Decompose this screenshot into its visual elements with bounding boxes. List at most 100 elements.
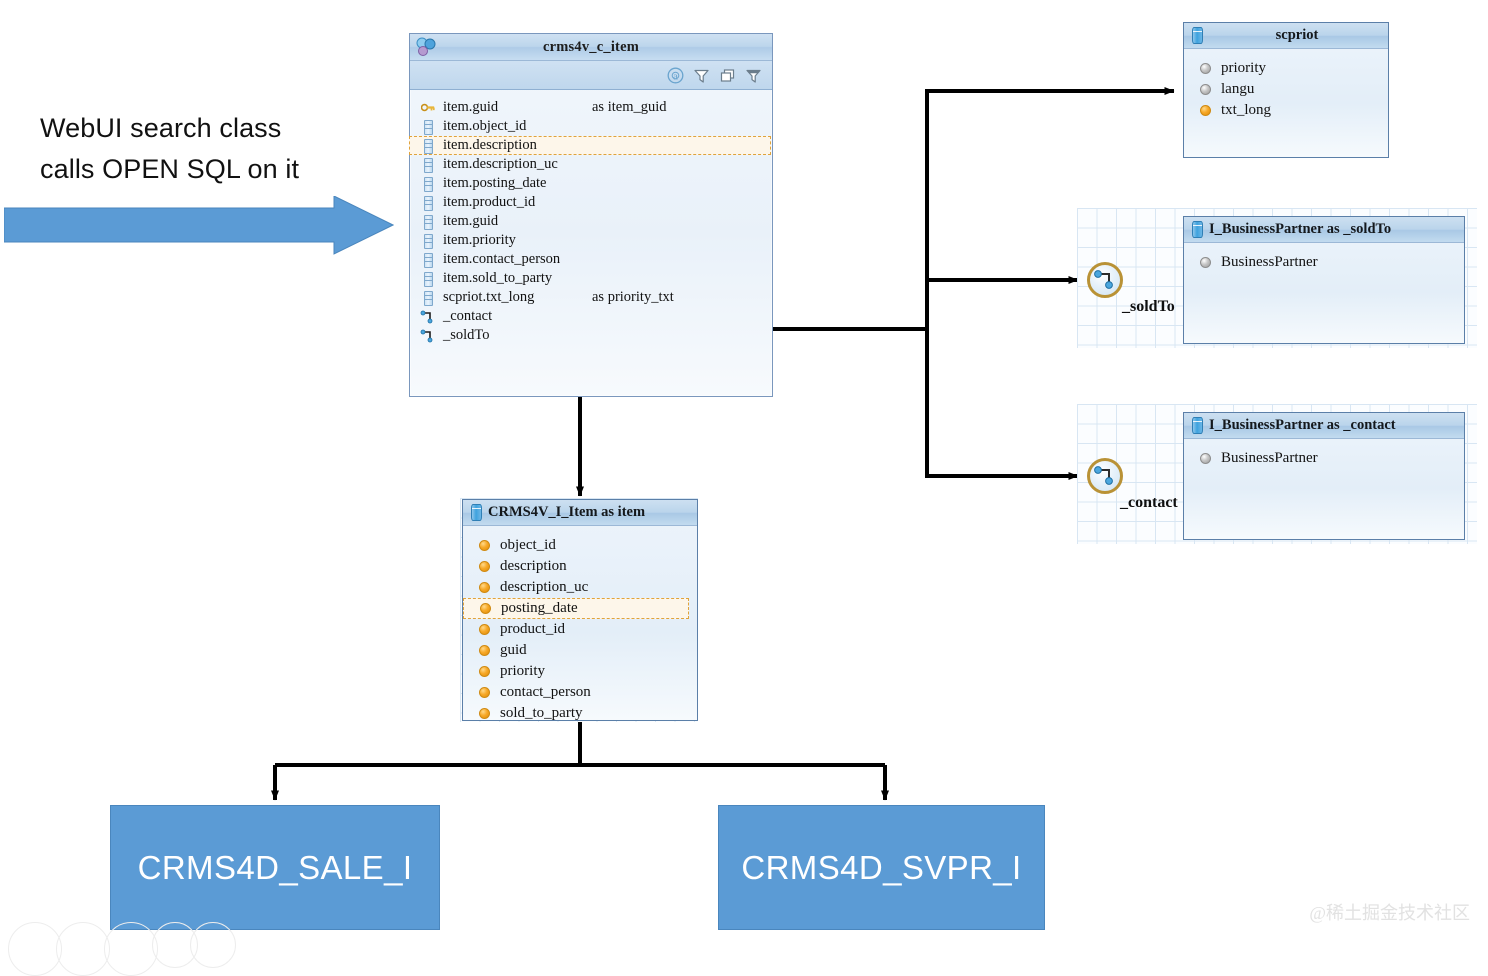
annotation-line-2: calls OPEN SQL on it bbox=[40, 154, 300, 185]
orange-dot-icon bbox=[479, 561, 490, 572]
main-entity-field-row[interactable]: item.description_uc bbox=[410, 155, 772, 174]
field-icon bbox=[424, 120, 433, 135]
field-icon bbox=[424, 139, 433, 154]
field-icon bbox=[424, 196, 433, 211]
main-entity-field-row[interactable]: item.sold_to_party bbox=[410, 269, 772, 288]
field-name: item.contact_person bbox=[443, 251, 561, 267]
soldto-fields: BusinessPartner bbox=[1184, 243, 1464, 273]
field-alias: as item_guid bbox=[592, 99, 667, 115]
bottom-box-svpr[interactable]: CRMS4D_SVPR_I bbox=[718, 805, 1045, 930]
field-name: object_id bbox=[500, 537, 556, 553]
main-entity-field-row[interactable]: item.product_id bbox=[410, 193, 772, 212]
field-alias: as priority_txt bbox=[592, 289, 674, 305]
orange-dot-icon bbox=[479, 666, 490, 677]
field-name: product_id bbox=[500, 621, 565, 637]
contact-title: I_BusinessPartner as _contact bbox=[1209, 417, 1396, 433]
field-name: priority bbox=[500, 663, 545, 679]
orange-dot-icon bbox=[479, 624, 490, 635]
bottom-box-sale[interactable]: CRMS4D_SALE_I bbox=[110, 805, 440, 930]
main-entity-field-row[interactable]: item.description bbox=[409, 136, 771, 155]
orange-dot-icon bbox=[480, 603, 491, 614]
field-row-icon bbox=[477, 559, 492, 574]
entity-field-row[interactable]: priority bbox=[1184, 58, 1388, 79]
decorative-circle bbox=[8, 922, 62, 976]
entity-field-row[interactable]: BusinessPartner bbox=[1184, 448, 1464, 469]
entity-field-row[interactable]: langu bbox=[1184, 79, 1388, 100]
main-entity-field-row[interactable]: item.guid bbox=[410, 212, 772, 231]
main-entity-field-row[interactable]: item.guid as item_guid bbox=[410, 98, 772, 117]
contact-entity-box[interactable]: I_BusinessPartner as _contact BusinessPa… bbox=[1183, 412, 1465, 540]
entity-field-row[interactable]: product_id bbox=[463, 619, 697, 640]
field-name: _contact bbox=[443, 308, 493, 324]
field-name: guid bbox=[500, 642, 527, 658]
field-row-icon bbox=[420, 271, 436, 287]
diagram-canvas: WebUI search class calls OPEN SQL on it … bbox=[4, 22, 1477, 976]
main-entity-field-row[interactable]: _contact bbox=[410, 307, 772, 326]
field-row-icon bbox=[420, 176, 436, 192]
field-row-icon bbox=[420, 100, 436, 115]
field-name: BusinessPartner bbox=[1221, 254, 1318, 270]
stacked-tables-icon[interactable] bbox=[719, 67, 736, 84]
grey-dot-icon bbox=[1200, 63, 1211, 74]
entity-field-row[interactable]: sold_to_party bbox=[463, 703, 697, 724]
grey-dot-icon bbox=[1200, 84, 1211, 95]
field-name: item.description bbox=[443, 137, 537, 153]
main-entity-toolbar: a bbox=[410, 61, 772, 90]
scpriot-title: scpriot bbox=[1275, 27, 1319, 43]
field-icon bbox=[424, 291, 433, 306]
entity-field-row[interactable]: txt_long bbox=[1184, 100, 1388, 121]
field-row-icon bbox=[477, 643, 492, 658]
item-entity-box[interactable]: CRMS4V_I_Item as item object_id descripti… bbox=[462, 499, 698, 721]
table-icon bbox=[1192, 417, 1203, 434]
field-row-icon bbox=[420, 328, 436, 343]
at-sign-icon[interactable]: a bbox=[667, 67, 684, 84]
table-icon bbox=[1192, 221, 1203, 238]
field-row-icon bbox=[478, 601, 493, 616]
field-name: posting_date bbox=[501, 600, 578, 616]
entity-field-row[interactable]: BusinessPartner bbox=[1184, 252, 1464, 273]
field-row-icon bbox=[420, 309, 436, 324]
entity-field-row[interactable]: contact_person bbox=[463, 682, 697, 703]
entity-field-row[interactable]: priority bbox=[463, 661, 697, 682]
soldto-header: I_BusinessPartner as _soldTo bbox=[1184, 217, 1464, 243]
main-entity-field-row[interactable]: item.object_id bbox=[410, 117, 772, 136]
decorative-circle bbox=[104, 922, 158, 976]
main-entity-field-row[interactable]: item.priority bbox=[410, 231, 772, 250]
entity-field-row[interactable]: guid bbox=[463, 640, 697, 661]
filter-funnel-icon[interactable] bbox=[693, 67, 710, 84]
field-name: item.sold_to_party bbox=[443, 270, 553, 286]
entity-field-row[interactable]: description_uc bbox=[463, 577, 697, 598]
grey-dot-icon bbox=[1200, 453, 1211, 464]
field-name: item.guid bbox=[443, 99, 499, 115]
main-entity-field-row[interactable]: _soldTo bbox=[410, 326, 772, 345]
orange-dot-icon bbox=[479, 645, 490, 656]
soldto-entity-box[interactable]: I_BusinessPartner as _soldTo BusinessPar… bbox=[1183, 216, 1465, 344]
main-entity-field-row[interactable]: item.posting_date bbox=[410, 174, 772, 193]
contact-header: I_BusinessPartner as _contact bbox=[1184, 413, 1464, 439]
field-name: item.description_uc bbox=[443, 156, 558, 172]
soldto-association-node-icon[interactable] bbox=[1087, 262, 1123, 298]
main-entity-field-row[interactable]: item.contact_person bbox=[410, 250, 772, 269]
field-name: item.posting_date bbox=[443, 175, 547, 191]
entity-field-row[interactable]: description bbox=[463, 556, 697, 577]
entity-field-row[interactable]: object_id bbox=[463, 535, 697, 556]
key-icon bbox=[421, 103, 435, 112]
field-name: _soldTo bbox=[443, 327, 490, 343]
contact-association-node-icon[interactable] bbox=[1087, 458, 1123, 494]
table-icon bbox=[1192, 27, 1203, 44]
table-icon bbox=[471, 504, 482, 521]
grey-dot-icon bbox=[1200, 257, 1211, 268]
field-row-icon bbox=[477, 706, 492, 721]
soldto-association-label: _soldTo bbox=[1122, 298, 1175, 315]
item-title: CRMS4V_I_Item as item bbox=[488, 504, 646, 520]
field-row-icon bbox=[1198, 61, 1213, 76]
filter-funnel-filled-icon[interactable] bbox=[745, 67, 762, 84]
entity-field-row[interactable]: posting_date bbox=[463, 598, 689, 619]
field-row-icon bbox=[1198, 82, 1213, 97]
